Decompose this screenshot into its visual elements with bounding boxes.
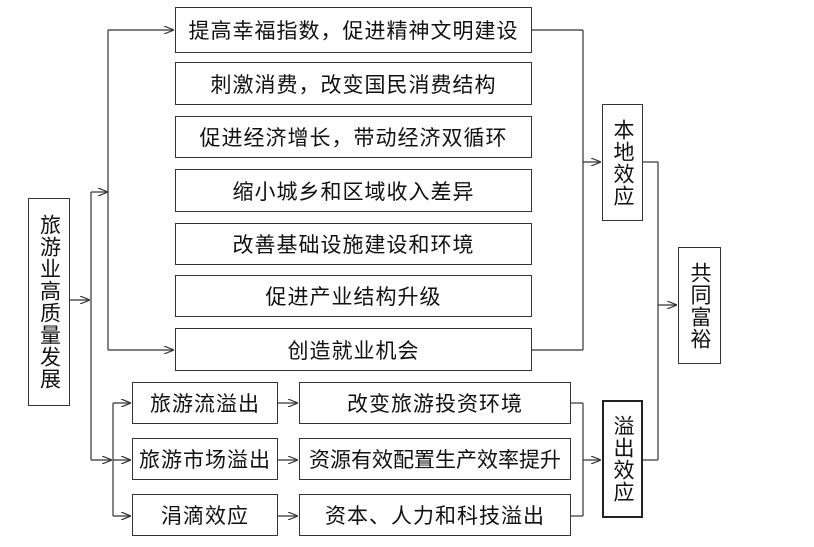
source-box: 旅游业高质量发展 [28,198,70,406]
spillover-group-box: 溢出效应 [602,400,643,518]
local-group-box: 本地效应 [602,104,643,221]
spillover-type-box: 旅游流溢出 [132,382,278,424]
spillover-group-label: 溢出效应 [611,415,635,503]
outcome-box: 共同富裕 [678,247,721,364]
spillover-type-label: 涓滴效应 [161,504,249,528]
spillover-result-label: 资源有效配置生产效率提升 [309,448,561,472]
local-effect-label: 缩小城乡和区域收入差异 [232,179,475,204]
source-label: 旅游业高质量发展 [37,214,62,390]
spillover-type-label: 旅游流溢出 [150,392,260,416]
local-effect-box: 创造就业机会 [175,328,532,371]
local-effect-box: 提高幸福指数，促进精神文明建设 [175,7,532,53]
local-effect-box: 改善基础设施建设和环境 [175,223,532,265]
local-group-label: 本地效应 [611,118,635,207]
local-effect-box: 缩小城乡和区域收入差异 [175,169,532,212]
local-effect-label: 刺激消费，改变国民消费结构 [210,72,497,97]
local-effect-label: 改善基础设施建设和环境 [232,233,475,257]
spillover-result-box: 资本、人力和科技溢出 [299,494,571,536]
local-effect-box: 刺激消费，改变国民消费结构 [175,62,532,105]
spillover-type-label: 旅游市场溢出 [139,448,271,472]
spillover-type-box: 涓滴效应 [132,494,278,536]
local-effect-box: 促进经济增长，带动经济双循环 [175,116,532,158]
local-effect-box: 促进产业结构升级 [175,275,532,317]
local-effect-label: 促进产业结构升级 [265,285,442,309]
spillover-result-label: 改变旅游投资环境 [347,392,523,416]
spillover-result-box: 资源有效配置生产效率提升 [299,438,571,480]
spillover-type-box: 旅游市场溢出 [132,438,278,480]
spillover-result-label: 资本、人力和科技溢出 [325,504,545,528]
local-effect-label: 提高幸福指数，促进精神文明建设 [188,19,519,43]
outcome-label: 共同富裕 [688,261,712,350]
spillover-result-box: 改变旅游投资环境 [299,382,571,424]
local-effect-label: 促进经济增长，带动经济双循环 [199,126,508,150]
local-effect-label: 创造就业机会 [287,338,420,363]
